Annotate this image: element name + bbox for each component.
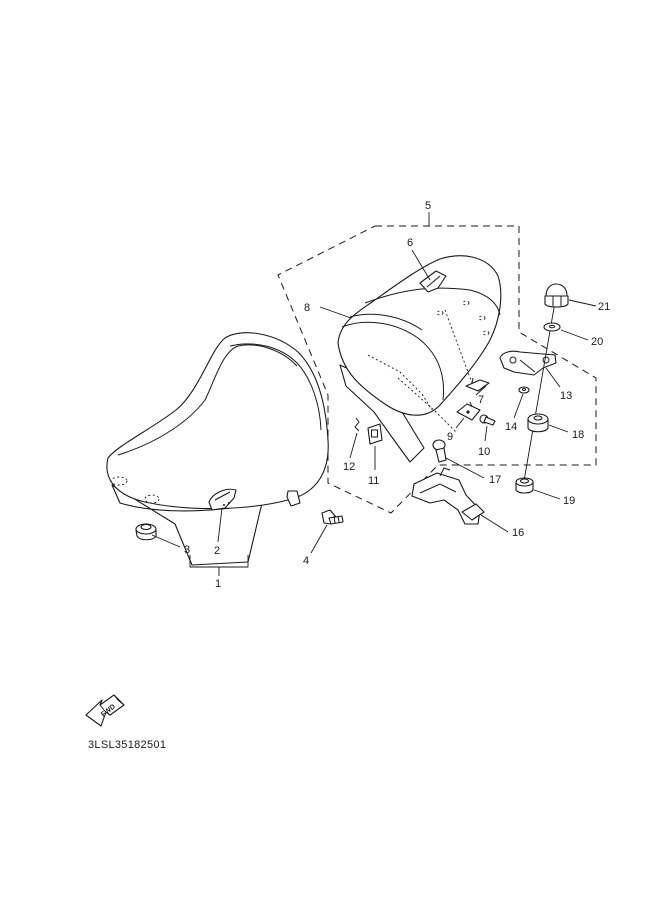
leader-16: [480, 514, 509, 533]
callout-5: 5: [425, 200, 431, 212]
part-2-bracket: [208, 488, 237, 511]
front-seat-base: [111, 484, 263, 566]
part-12-spring: [354, 417, 360, 432]
part-18-grommet: [527, 413, 549, 433]
callout-6: 6: [407, 237, 413, 249]
callout-17: 17: [489, 474, 501, 486]
rear-seat-hole-hidden-3: [478, 315, 486, 321]
part-4-bolt: [321, 509, 344, 525]
front-seat-cushion: [106, 332, 329, 510]
front-seat-rear-curve: [229, 343, 322, 431]
leader-14: [513, 393, 524, 419]
forward-direction-arrow: FWD: [85, 694, 125, 727]
part-9-plate: [456, 401, 481, 421]
leader-12: [349, 432, 358, 459]
part-11-clip: [367, 423, 383, 445]
part-3-damper: [135, 523, 157, 541]
part-17-bolt: [432, 439, 447, 463]
callout-2: 2: [214, 545, 220, 557]
rear-seat-hole-hidden-2: [462, 300, 470, 306]
front-seat-side-bracket: [286, 490, 301, 507]
part-19-collar: [515, 477, 534, 494]
leader-10: [484, 425, 488, 442]
part-21-acorn-nut: [544, 283, 569, 308]
assembly-axis: [523, 301, 556, 482]
callout-1: 1: [215, 578, 221, 590]
rear-seat-group-outline: [277, 225, 597, 514]
callout-12: 12: [343, 461, 355, 473]
leader-8: [319, 306, 352, 319]
callout-11: 11: [368, 475, 379, 487]
leader-4: [310, 524, 328, 554]
callout-4: 4: [303, 555, 309, 567]
part-14-washer: [518, 386, 530, 394]
leader-17: [445, 457, 485, 479]
rear-seat-hidden-contour-2: [444, 309, 473, 384]
callout-21: 21: [598, 301, 610, 313]
part-6-hook: [419, 270, 447, 293]
leader-6: [411, 249, 431, 281]
leader-13: [545, 367, 561, 388]
leader-1: [189, 555, 249, 576]
leader-9: [455, 417, 465, 429]
rear-seat-hidden-contour-3: [397, 377, 457, 433]
callout-14: 14: [505, 421, 517, 433]
callout-18: 18: [572, 429, 584, 441]
drawing-code: 3LSL35182501: [88, 739, 166, 751]
leader-19: [533, 489, 561, 500]
rear-seat-front-band-2: [349, 313, 423, 331]
rear-seat: [337, 255, 502, 463]
leader-21: [568, 299, 597, 307]
leader-7: [475, 385, 487, 396]
callout-16: 16: [512, 527, 524, 539]
callout-19: 19: [563, 495, 575, 507]
callout-9: 9: [447, 431, 453, 443]
front-seat-top-edge: [117, 344, 298, 456]
part-13-bracket: [499, 350, 557, 376]
leader-20: [560, 329, 589, 341]
front-seat: [106, 332, 329, 566]
callout-10: 10: [478, 446, 490, 458]
front-seat-hook-hidden: [110, 476, 128, 486]
callout-13: 13: [560, 390, 572, 402]
callout-3: 3: [184, 544, 190, 556]
rear-seat-cushion: [337, 255, 502, 416]
leader-18: [548, 424, 569, 433]
rear-seat-top-crest: [364, 287, 501, 316]
part-10-screw: [479, 414, 496, 426]
callout-8: 8: [304, 302, 310, 314]
rear-seat-hole-hidden-4: [482, 330, 490, 336]
callout-20: 20: [591, 336, 603, 348]
leader-2: [217, 507, 223, 543]
rear-seat-hole-hidden: [436, 310, 444, 316]
callout-7: 7: [478, 394, 484, 406]
rear-seat-hidden-contour: [367, 354, 433, 411]
front-seat-hook-hidden-2: [144, 494, 160, 504]
part-7-bracket: [465, 377, 490, 392]
part-20-washer: [543, 322, 561, 332]
rear-seat-front-band: [341, 321, 445, 401]
leader-3: [151, 534, 181, 548]
part-16-bracket: [411, 467, 485, 525]
